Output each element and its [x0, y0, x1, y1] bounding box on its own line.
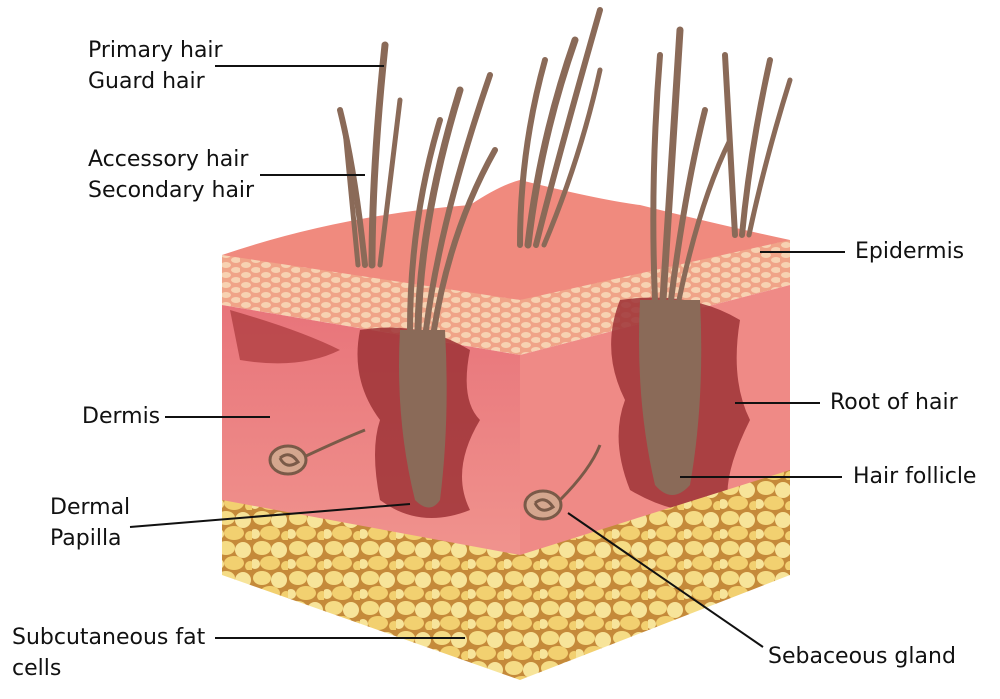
label-accessory-hair-line1: Accessory hair [88, 147, 249, 172]
dermal-dark-band [230, 310, 340, 364]
label-subcutaneous-fat: Subcutaneous fat cells [12, 622, 205, 684]
label-accessory-hair: Accessory hair Secondary hair [88, 144, 254, 206]
label-root-of-hair: Root of hair [830, 390, 958, 415]
label-subcutaneous-fat-line2: cells [12, 656, 62, 681]
leader-dermal-papilla [129, 503, 411, 528]
hair-follicle-right [639, 300, 702, 495]
label-dermal-papilla: Dermal Papilla [50, 492, 130, 554]
label-dermis: Dermis [82, 404, 161, 429]
sebaceous-gland-left [268, 428, 366, 476]
label-accessory-hair-line2: Secondary hair [88, 178, 255, 203]
label-sebaceous-gland: Sebaceous gland [768, 644, 956, 669]
label-primary-hair: Primary hair Guard hair [88, 35, 223, 97]
label-primary-hair-line2: Guard hair [88, 69, 205, 94]
label-hair-follicle: Hair follicle [853, 464, 977, 489]
hair-shafts [337, 7, 793, 334]
skin-surface [222, 180, 790, 300]
fat-layer-left [222, 500, 520, 680]
epidermis-layer-left [222, 255, 520, 355]
label-subcutaneous-fat-line1: Subcutaneous fat [12, 625, 206, 650]
label-dermal-papilla-line1: Dermal [50, 495, 131, 520]
sebaceous-gland-right [523, 444, 602, 521]
leader-lines [129, 65, 845, 648]
fat-layer-right [520, 470, 790, 680]
label-primary-hair-line1: Primary hair [88, 38, 223, 63]
label-dermal-papilla-line2: Papilla [50, 526, 122, 551]
hair-follicle-left [399, 330, 447, 508]
label-epidermis: Epidermis [855, 239, 965, 264]
leader-sebaceous-gland [567, 512, 764, 648]
